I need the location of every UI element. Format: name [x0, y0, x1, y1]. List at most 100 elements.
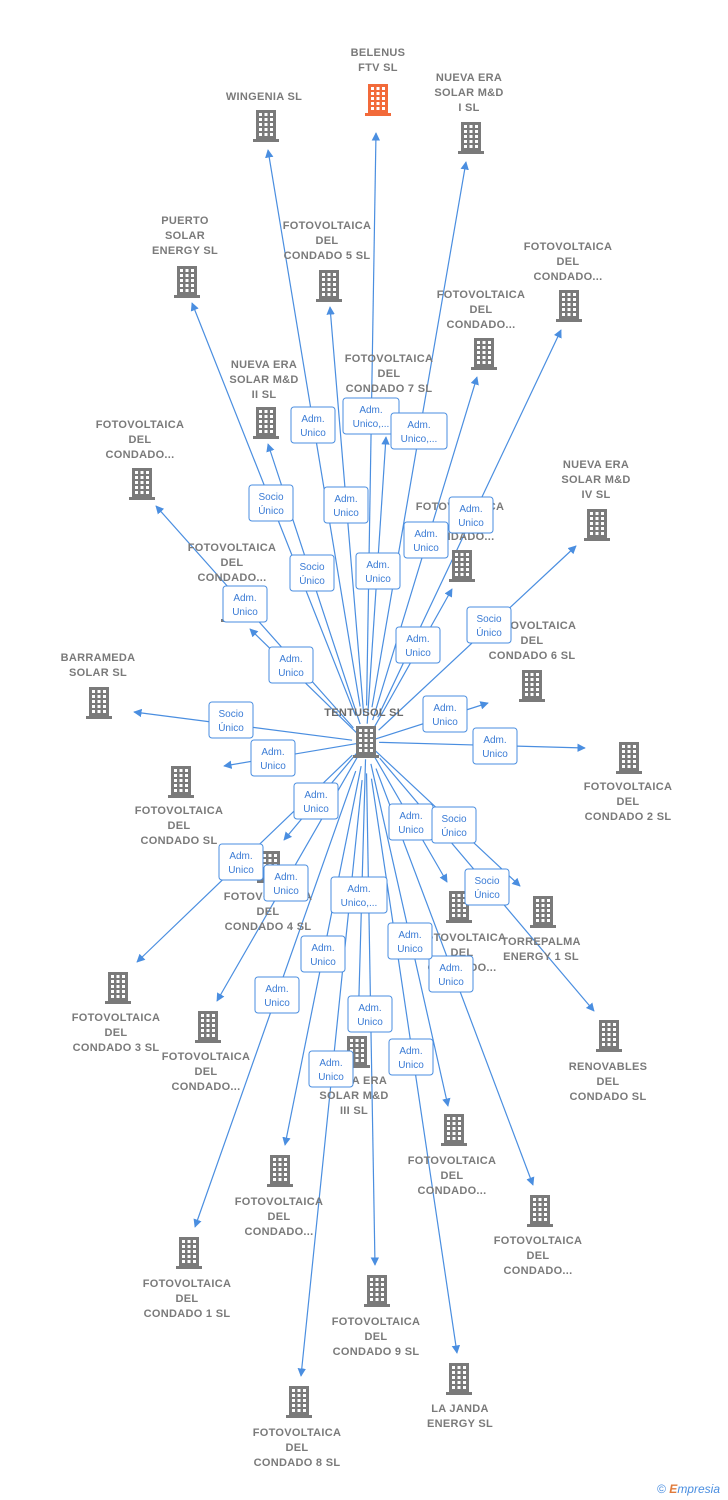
role-badge-text: Unico — [318, 1072, 344, 1083]
company-building-icon[interactable] — [616, 742, 642, 774]
company-building-icon[interactable] — [441, 1114, 467, 1146]
role-badge-text: Unico — [397, 944, 423, 955]
role-badge-fc7: Adm.Unico — [355, 552, 401, 590]
footer-brand[interactable]: © Empresia — [657, 1482, 720, 1496]
company-building-icon[interactable] — [353, 726, 379, 758]
role-badge-text: Adm. — [304, 790, 327, 801]
company-building-icon[interactable] — [519, 670, 545, 702]
center-node-label: TENTUSOL SL — [324, 707, 404, 719]
role-badge-text: Adm. — [358, 1003, 381, 1014]
company-building-icon[interactable] — [449, 550, 475, 582]
role-badge-text: Unico — [482, 749, 508, 760]
company-building-icon[interactable] — [168, 766, 194, 798]
role-badge-fcTR2: Adm.Unico — [403, 521, 449, 559]
company-building-icon[interactable] — [596, 1020, 622, 1052]
company-building-icon[interactable] — [364, 1275, 390, 1307]
role-badge-fcTR: Adm.Unico — [448, 496, 494, 534]
role-badge-fc6: Adm.Unico — [422, 695, 468, 733]
role-badge-fc8: Adm.Unico — [308, 1050, 354, 1088]
role-badge-text: Adm. — [483, 735, 506, 746]
company-building-icon[interactable] — [286, 1386, 312, 1418]
company-building-icon[interactable] — [556, 290, 582, 322]
role-badge-fc2: Adm. Unico — [472, 727, 518, 765]
company-building-icon[interactable] — [316, 270, 342, 302]
role-badge-fcSL: Adm.Unico — [250, 739, 296, 777]
role-badge-text: Adm. — [433, 703, 456, 714]
company-building-icon[interactable] — [253, 110, 279, 142]
role-badge-text: Único — [258, 504, 284, 517]
company-building-icon[interactable] — [174, 266, 200, 298]
role-badge-text: Adm. — [366, 560, 389, 571]
company-building-icon[interactable] — [584, 509, 610, 541]
node-label-wingenia[interactable]: WINGENIA SL — [226, 91, 302, 103]
company-building-icon[interactable] — [105, 972, 131, 1004]
role-badge-text: Unico — [413, 543, 439, 554]
role-badge-text: Unico — [273, 886, 299, 897]
company-building-icon[interactable] — [458, 122, 484, 154]
role-badge-text: Unico,... — [401, 434, 438, 445]
role-badge-text: Unico — [438, 977, 464, 988]
role-badge-text: Único — [218, 721, 244, 734]
company-building-icon[interactable] — [267, 1155, 293, 1187]
company-building-icon[interactable] — [530, 896, 556, 928]
company-building-icon[interactable] — [129, 468, 155, 500]
role-badge-text: Unico — [405, 648, 431, 659]
role-badge-text: Socio — [474, 876, 499, 887]
role-badge-text: Unico,... — [341, 898, 378, 909]
highlighted-company-building-icon[interactable] — [365, 84, 391, 116]
role-badge-nuevaera1: Adm.Unico,... — [390, 412, 448, 450]
company-building-icon[interactable] — [176, 1237, 202, 1269]
role-badge-text: Unico — [232, 607, 258, 618]
company-building-icon[interactable] — [253, 407, 279, 439]
role-badge-wingenia: Adm.Unico — [290, 406, 336, 444]
role-badge-text: Unico — [357, 1017, 383, 1028]
badges-layer: Adm.Unico,...Adm.UnicoAdm.Unico,...Socio… — [208, 397, 518, 1088]
role-badge-text: Unico — [398, 1060, 424, 1071]
role-badge-text: Socio — [299, 562, 324, 573]
company-building-icon[interactable] — [471, 338, 497, 370]
role-badge-text: Socio — [218, 709, 243, 720]
company-building-icon[interactable] — [195, 1011, 221, 1043]
copyright-symbol: © — [657, 1482, 666, 1496]
role-badge-text: Adm. — [359, 405, 382, 416]
company-building-icon[interactable] — [446, 1363, 472, 1395]
role-badge-text: Unico — [264, 998, 290, 1009]
role-badge-text: Unico — [310, 957, 336, 968]
company-building-icon[interactable] — [446, 891, 472, 923]
role-badge-text: Unico — [300, 428, 326, 439]
company-building-icon[interactable] — [86, 687, 112, 719]
role-badge-fc4: Adm.Unico — [293, 782, 339, 820]
company-building-icon[interactable] — [527, 1195, 553, 1227]
role-badge-text: Unico,... — [353, 419, 390, 430]
role-badge-text: Adm. — [311, 943, 334, 954]
role-badge-text: Socio — [476, 614, 501, 625]
